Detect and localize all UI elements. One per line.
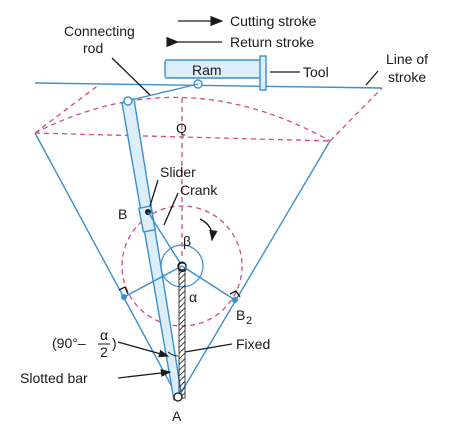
crank-position-b2 [181, 265, 236, 301]
slotted-bar-tip-arc [34, 96, 331, 142]
line-of-stroke-leader [365, 70, 379, 86]
angle-label-numerator: α [100, 327, 108, 343]
line-of-stroke-label-1: Line of [386, 51, 428, 67]
connecting-rod [126, 83, 199, 102]
connecting-rod-label-2: rod [83, 40, 103, 56]
angle-label-denominator: 2 [100, 344, 108, 360]
beta-label: β [183, 233, 191, 249]
tool [259, 55, 267, 91]
alpha-label: α [189, 289, 197, 305]
crank-position-b1 [123, 265, 183, 298]
connecting-rod-leader [111, 57, 151, 96]
connecting-rod-label-1: Connecting [64, 23, 135, 39]
tool-label: Tool [303, 64, 329, 80]
slotted-bar-leader [117, 369, 172, 379]
right-angle-right [229, 290, 241, 298]
angle-label-suffix: ) [112, 335, 117, 351]
crank-label: Crank [180, 182, 218, 198]
a-label: A [172, 408, 182, 424]
slotted-bar-label: Slotted bar [20, 370, 88, 386]
left-dashed-link [34, 83, 101, 134]
right-angle-left [118, 286, 129, 295]
b-label: B [118, 206, 127, 222]
line-of-stroke [34, 82, 383, 89]
b1-point [121, 294, 127, 300]
pivot-a [173, 392, 183, 402]
angle-label-prefix: (90°– [52, 335, 86, 351]
slotted-bar-top-pin [123, 96, 133, 106]
cutting-stroke-label: Cutting stroke [230, 13, 317, 29]
b2-subscript: 2 [246, 315, 252, 327]
return-stroke-label: Return stroke [230, 34, 314, 50]
ram-label: Ram [192, 62, 222, 78]
fixed-leader [184, 343, 233, 353]
q-label: Q [176, 120, 187, 136]
slider-leader [149, 179, 159, 207]
c-label: C [177, 259, 187, 275]
slider-label: Slider [160, 164, 196, 180]
angle-leader [117, 341, 170, 358]
crank-arm [147, 211, 183, 267]
slider-block [137, 205, 157, 233]
b2-point [232, 297, 238, 303]
extreme-right-slot-line [177, 140, 331, 399]
extreme-left-slot-line [34, 132, 179, 399]
fixed-frame [178, 269, 186, 399]
right-dashed-link [329, 87, 383, 142]
crank-rotation-arrow [199, 218, 218, 242]
line-of-stroke-label-2: stroke [388, 69, 426, 85]
crank-leader [163, 192, 179, 226]
b2-label: B [236, 307, 245, 323]
fixed-label: Fixed [236, 336, 270, 352]
